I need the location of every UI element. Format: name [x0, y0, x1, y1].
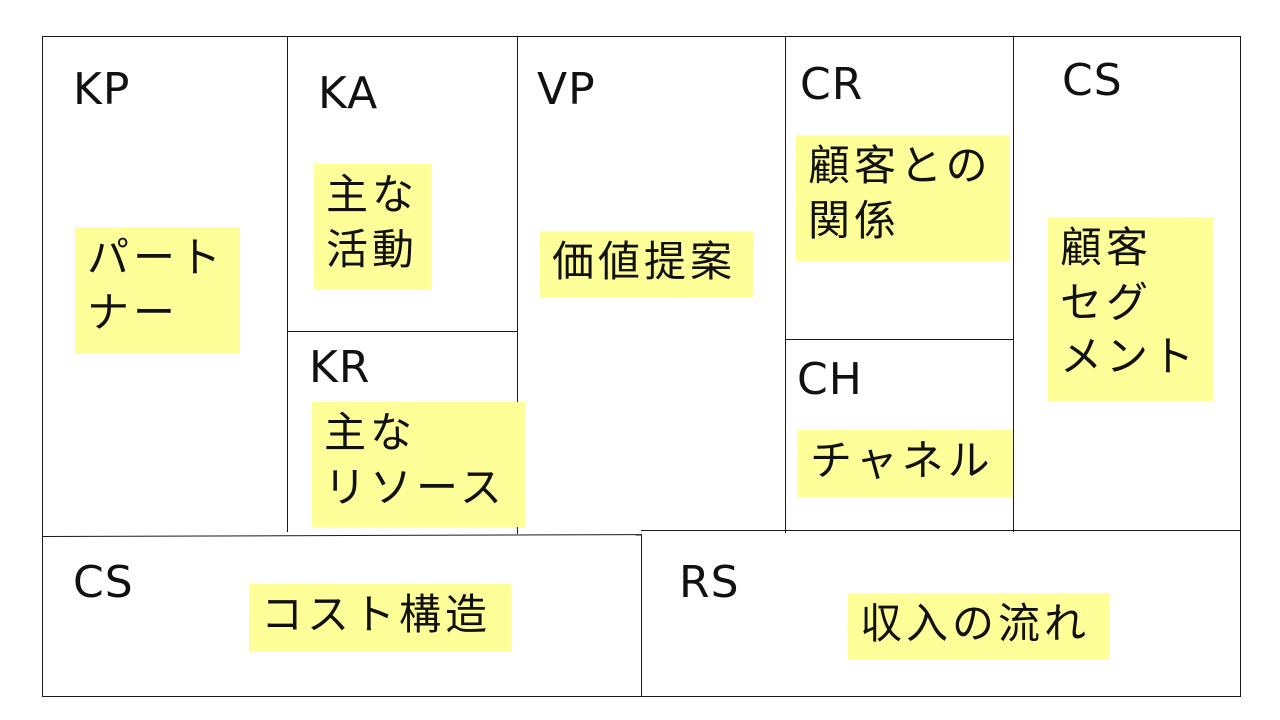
customer-segments-label: CS — [1062, 55, 1123, 106]
divider-top-bottom-right — [641, 530, 1241, 531]
ch-label: CH — [797, 354, 863, 405]
rs-label: RS — [679, 557, 740, 608]
divider-cs-rs — [641, 534, 642, 697]
ka-label: KA — [318, 68, 379, 119]
cost-structure-label: CS — [73, 557, 134, 608]
divider-cr-cs — [1013, 36, 1014, 532]
divider-vp-cr — [785, 36, 786, 533]
cr-label: CR — [800, 59, 864, 110]
rs-sticky-note: 収入の流れ — [848, 593, 1110, 660]
kr-sticky-note: 主な リソース — [312, 402, 525, 527]
kp-sticky-note: パート ナー — [75, 227, 240, 354]
divider-ka-kr — [287, 331, 518, 332]
divider-ka-vp — [517, 36, 518, 534]
cr-sticky-note: 顧客との 関係 — [796, 135, 1009, 261]
divider-top-bottom-left — [42, 534, 642, 537]
divider-cr-ch — [785, 339, 1014, 340]
kp-label: KP — [73, 64, 131, 115]
vp-label: VP — [537, 64, 596, 115]
vp-sticky-note: 価値提案 — [540, 231, 753, 298]
outer-border-left — [42, 36, 43, 697]
cost-structure-sticky-note: コスト構造 — [249, 584, 511, 651]
outer-border-top — [42, 36, 1241, 37]
kr-label: KR — [309, 342, 371, 393]
ch-sticky-note: チャネル — [798, 430, 1013, 497]
customer-segments-sticky-note: 顧客 セグ メント — [1048, 217, 1213, 401]
divider-kp-ka — [287, 36, 288, 532]
ka-sticky-note: 主な 活動 — [314, 164, 431, 290]
outer-border-right — [1240, 36, 1241, 697]
